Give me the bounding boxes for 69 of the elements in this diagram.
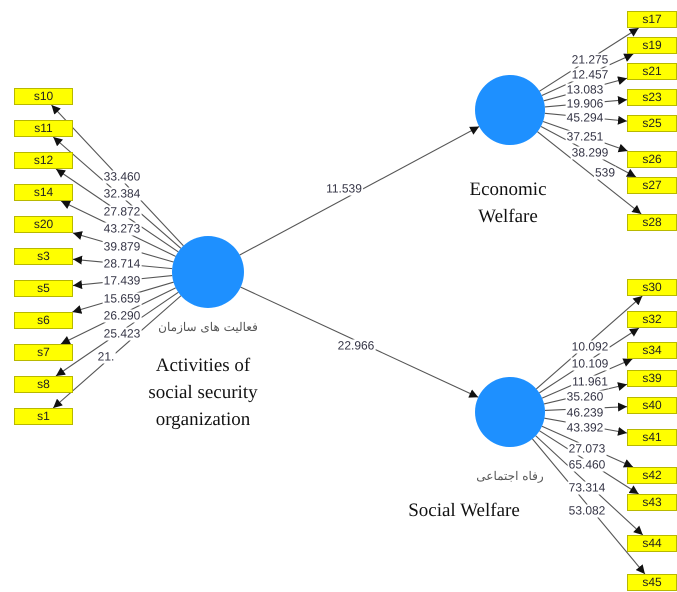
edge-label: 27.073 [568, 442, 606, 456]
indicator-box: s14 [14, 184, 73, 201]
indicator-box: s6 [14, 312, 73, 329]
indicator-box: s26 [627, 151, 677, 168]
indicator-box: s21 [627, 63, 677, 80]
edge-label: 21.275 [570, 54, 610, 66]
indicator-box: s11 [14, 120, 73, 137]
indicator-box: s25 [627, 115, 677, 132]
construct-caption: Social Welfare [407, 499, 521, 523]
edge-label: 27.872 [102, 205, 142, 218]
edge-label: 33.460 [102, 170, 142, 184]
edge-label: 32.384 [102, 188, 142, 201]
edge-label: 38.299 [570, 146, 610, 160]
edge-label: 11.539 [325, 182, 363, 196]
indicator-box: s43 [627, 494, 677, 511]
indicator-box: s34 [627, 342, 677, 359]
edge-label: 539 [594, 166, 616, 180]
edge-label: 10.109 [570, 358, 610, 370]
construct-label: رفاه اجتماعی [476, 469, 544, 483]
indicator-box: s30 [627, 279, 677, 296]
indicator-box: s19 [627, 37, 677, 54]
edge-label: 12.457 [570, 68, 610, 82]
indicator-box: s40 [627, 397, 677, 414]
indicator-box: s27 [627, 177, 677, 194]
indicator-box: s42 [627, 467, 677, 484]
edge-label: 17.439 [102, 274, 142, 288]
arrow [240, 286, 478, 398]
indicator-box: s32 [627, 311, 677, 328]
edge-label: 43.392 [566, 422, 604, 434]
edge-label: 46.239 [566, 406, 604, 420]
indicator-box: s17 [627, 11, 677, 28]
indicator-box: s8 [14, 376, 73, 393]
indicator-box: s44 [627, 535, 677, 552]
edge-label: 21. [96, 350, 116, 364]
edge-label: 26.290 [102, 310, 142, 323]
indicator-box: s7 [14, 344, 73, 361]
arrow [239, 126, 480, 256]
edge-label: 37.251 [566, 130, 604, 144]
indicator-box: s23 [627, 89, 677, 106]
edge-label: 65.460 [568, 458, 606, 472]
edge-label: 10.092 [570, 340, 610, 354]
indicator-box: s5 [14, 280, 73, 297]
construct-caption: Activities of social security organization [147, 354, 259, 432]
edge-label: 25.423 [102, 327, 142, 340]
edge-label: 15.659 [102, 292, 142, 306]
arrow [537, 131, 642, 214]
indicator-box: s45 [627, 574, 677, 591]
edge-label: 53.082 [568, 504, 606, 518]
indicator-box: s1 [14, 408, 73, 425]
indicator-box: s39 [627, 370, 677, 387]
edge-label: 39.879 [102, 240, 142, 254]
edge-label: 43.273 [102, 222, 142, 236]
indicator-box: s12 [14, 152, 73, 169]
edge-label: 19.906 [566, 98, 604, 110]
indicator-box: s20 [14, 216, 73, 233]
construct-label: فعالیت های سازمان [158, 320, 258, 334]
indicator-box: s10 [14, 88, 73, 105]
edge-label: 22.966 [336, 340, 376, 352]
indicator-box: s41 [627, 429, 677, 446]
edge-label: 35.260 [566, 390, 604, 404]
edge-label: 45.294 [566, 112, 604, 124]
indicator-box: s3 [14, 248, 73, 265]
indicator-box: s28 [627, 214, 677, 231]
construct-caption: Economic Welfare [468, 178, 548, 229]
edge-label: 13.083 [566, 84, 604, 96]
arrow [52, 295, 182, 408]
edge-label: 73.314 [568, 482, 606, 494]
edge-label: 28.714 [102, 258, 142, 270]
edge-label: 11.961 [571, 376, 609, 388]
